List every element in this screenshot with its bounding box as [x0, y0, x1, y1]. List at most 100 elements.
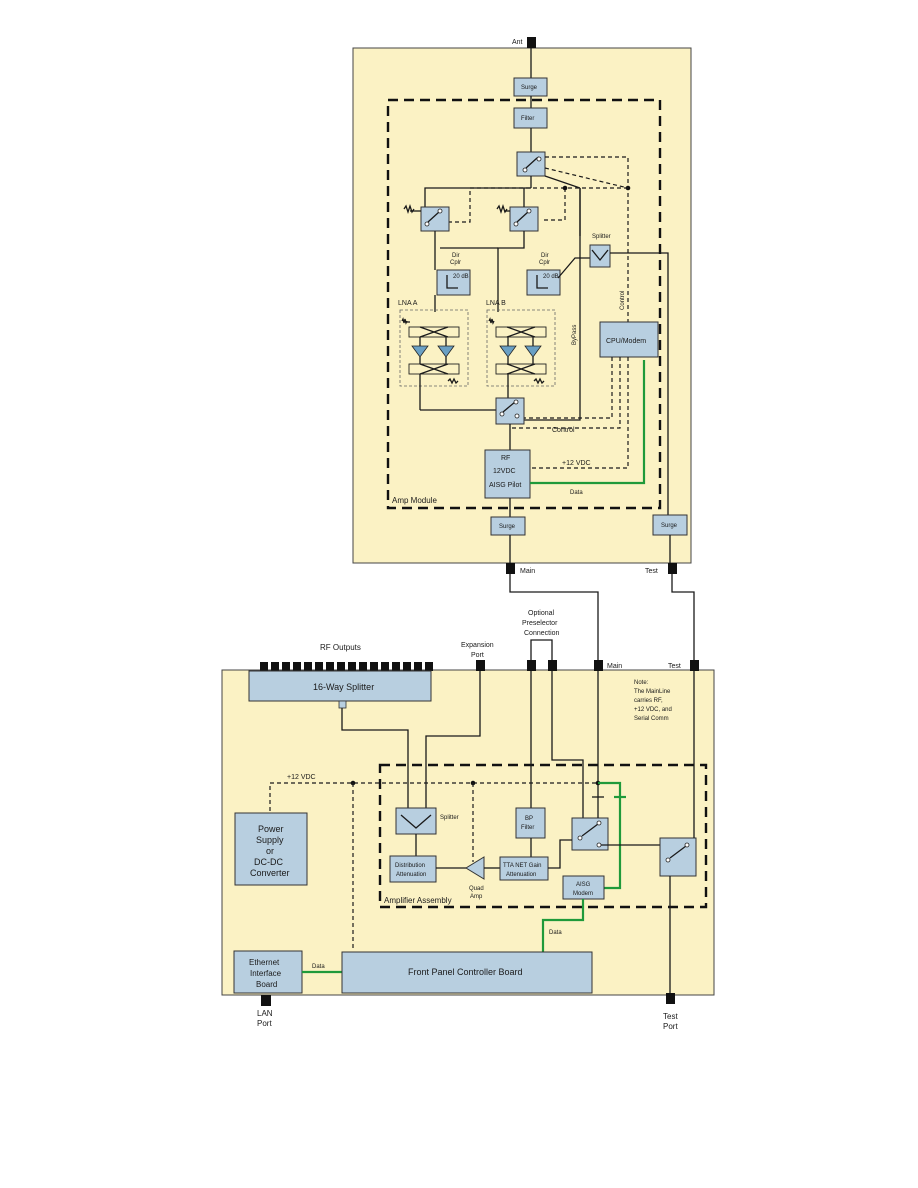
test-port-bottom	[690, 660, 699, 671]
opt-presel-l1: Optional	[528, 610, 555, 617]
db-b-label: 20 dB	[543, 274, 559, 280]
data-horiz-label: Data	[312, 964, 325, 970]
presel-port-a	[527, 660, 536, 671]
bypass-label: ByPass	[572, 325, 578, 345]
amplifier-assembly-boundary	[378, 763, 708, 909]
test-bottom-label: Test	[668, 663, 681, 670]
distribution-block	[389, 855, 437, 883]
surge-main-block	[490, 516, 526, 536]
main-bottom-label: Main	[607, 663, 622, 670]
filter-label: Filter	[521, 116, 534, 122]
quad-l1: Quad	[469, 886, 484, 892]
plus12-bottom-label: +12 VDC	[287, 774, 316, 781]
main-port-top	[506, 563, 515, 574]
cpu-modem-label: CPU/Modem	[606, 338, 646, 345]
splitter-top	[589, 244, 611, 268]
splitter16-label: 16-Way Splitter	[313, 682, 374, 692]
ps-l1: Power	[258, 824, 284, 834]
splitter-bottom-label: Splitter	[440, 815, 459, 821]
vdc12-label: 12VDC	[493, 468, 516, 475]
tta-l2: Attenuation	[506, 872, 536, 878]
bp-l2: Filter	[521, 825, 534, 831]
expansion-l2: Port	[471, 652, 484, 659]
amp-module-boundary	[386, 98, 662, 510]
opt-presel-l2: Preselector	[522, 620, 558, 627]
data-vert-label: Data	[549, 930, 562, 936]
lan-l1: LAN	[257, 1009, 273, 1018]
test-top-label: Test	[645, 568, 658, 575]
testport-l2: Port	[663, 1022, 678, 1031]
dir-cplr-b-l1: Dir	[541, 253, 549, 259]
lna-a-label: LNA A	[398, 300, 418, 307]
eth-l1: Ethernet	[249, 958, 280, 967]
rf-outputs-label: RF Outputs	[320, 643, 361, 652]
opt-presel-l3: Connection	[524, 630, 560, 637]
dir-cplr-a-l2: Cplr	[450, 260, 461, 266]
amp-module-label: Amp Module	[392, 496, 437, 505]
main-top-label: Main	[520, 568, 535, 575]
surge-top-label: Surge	[521, 85, 538, 91]
splitter16-block	[248, 670, 432, 702]
eth-l2: Interface	[250, 969, 282, 978]
surge-main-label: Surge	[499, 524, 516, 530]
ps-l3: or	[266, 846, 274, 856]
plus12-top-label: +12 VDC	[562, 460, 591, 467]
dist-l1: Distribution	[395, 863, 425, 869]
eth-l3: Board	[256, 980, 277, 989]
lan-l2: Port	[257, 1019, 272, 1028]
splitter-bottom	[395, 807, 437, 835]
dir-cplr-a	[436, 269, 471, 296]
testport-l1: Test	[663, 1012, 678, 1021]
main-port-bottom	[594, 660, 603, 671]
surge-test-label: Surge	[661, 523, 678, 529]
dir-cplr-a-l1: Dir	[452, 253, 460, 259]
ant-label: Ant	[512, 39, 523, 46]
lna-b-box	[486, 309, 556, 387]
aisg-l2: Modem	[573, 891, 593, 897]
output-switch	[495, 397, 525, 425]
note-l2: The MainLine	[634, 689, 671, 695]
ant-port	[527, 37, 536, 48]
fpcb-block	[341, 951, 593, 994]
control-label: Control	[552, 427, 575, 434]
ps-l5: Converter	[250, 868, 290, 878]
db-a-label: 20 dB	[453, 274, 469, 280]
test-switch	[659, 837, 697, 877]
ps-l2: Supply	[256, 835, 284, 845]
expansion-l1: Expansion	[461, 642, 494, 649]
bp-l1: BP	[525, 816, 533, 822]
lan-port	[261, 995, 271, 1006]
dir-cplr-b	[526, 269, 561, 296]
aisg-l1: AISG	[576, 882, 591, 888]
note-l4: +12 VDC, and	[634, 707, 672, 713]
cpu-modem-block	[599, 321, 659, 358]
power-supply-block	[234, 812, 308, 886]
lna-b-label: LNA B	[486, 300, 506, 307]
rf-label: RF	[501, 455, 510, 462]
lna-a-box	[399, 309, 469, 387]
quad-l2: Amp	[470, 894, 483, 900]
control-vert-label: Control	[620, 291, 626, 310]
dist-l2: Attenuation	[396, 872, 426, 878]
splitter-top-label: Splitter	[592, 234, 611, 240]
switch-b	[509, 206, 539, 232]
tta-l1: TTA NET Gain	[503, 863, 541, 869]
rf-output-connectors	[260, 662, 433, 671]
note-l5: Serial Comm	[634, 716, 669, 722]
ethernet-block	[233, 950, 303, 994]
amplifier-assembly-label: Amplifier Assembly	[384, 896, 452, 905]
presel-port-b	[548, 660, 557, 671]
note-l1: Note:	[634, 680, 649, 686]
fpcb-label: Front Panel Controller Board	[408, 967, 523, 977]
test-port-top	[668, 563, 677, 574]
switch-a	[420, 206, 450, 232]
test-port-front	[666, 993, 675, 1004]
rf-aisg-pilot-block	[484, 449, 531, 499]
aisg-pilot-label: AISG Pilot	[489, 482, 521, 489]
bp-filter-block	[515, 807, 546, 839]
note-l3: carries RF,	[634, 698, 663, 704]
expansion-port	[476, 660, 485, 671]
dir-cplr-b-l2: Cplr	[539, 260, 550, 266]
ps-l4: DC-DC	[254, 857, 283, 867]
